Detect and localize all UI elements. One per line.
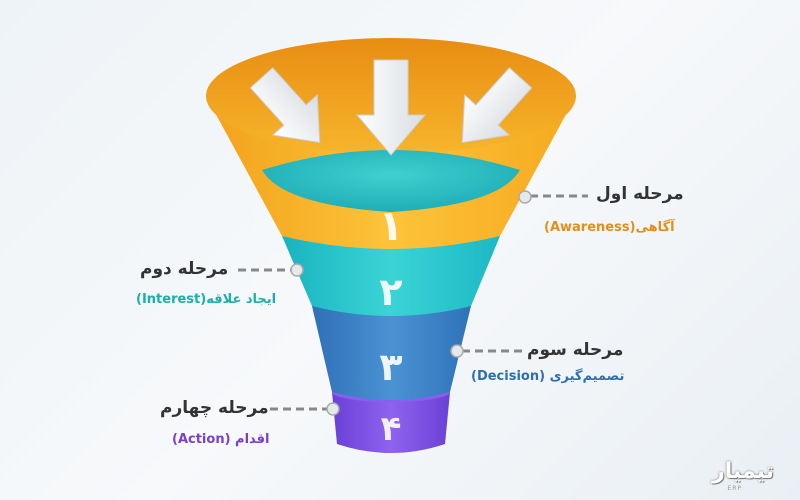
connector-stage-2 — [238, 263, 304, 277]
arrow-right-diagonal-icon — [461, 67, 533, 144]
connector-stage-1 — [518, 190, 588, 204]
brand-logo-tag: ERP — [727, 485, 742, 492]
connector-stage-3 — [450, 344, 522, 358]
connector-stage-4 — [270, 402, 340, 416]
stage-3-subtitle: تصمیم‌گیری (Decision) — [471, 369, 625, 384]
stage-4-subtitle: اقدام (Action) — [172, 432, 270, 447]
stage-1-title: مرحله اول — [596, 184, 684, 204]
funnel-stage-3 — [312, 306, 471, 400]
stage-number-4: ۴ — [381, 409, 402, 449]
stage-number-2: ۲ — [379, 270, 402, 314]
stage-2-title: مرحله دوم — [140, 259, 229, 279]
stage-4-title: مرحله چهارم — [160, 398, 269, 418]
down-arrow-icon — [355, 59, 427, 156]
stage-2-subtitle: ایجاد علاقه(Interest) — [136, 292, 277, 307]
arrow-left-diagonal-icon — [249, 67, 321, 144]
stage-3-title: مرحله سوم — [527, 340, 624, 360]
stage-number-1: ۱ — [378, 201, 404, 250]
funnel-stage-2 — [282, 236, 500, 316]
stage-number-3: ۳ — [379, 345, 402, 389]
stage-1-subtitle: آگاهی(Awareness) — [544, 220, 675, 235]
brand-logo: تیمیار — [712, 459, 774, 484]
